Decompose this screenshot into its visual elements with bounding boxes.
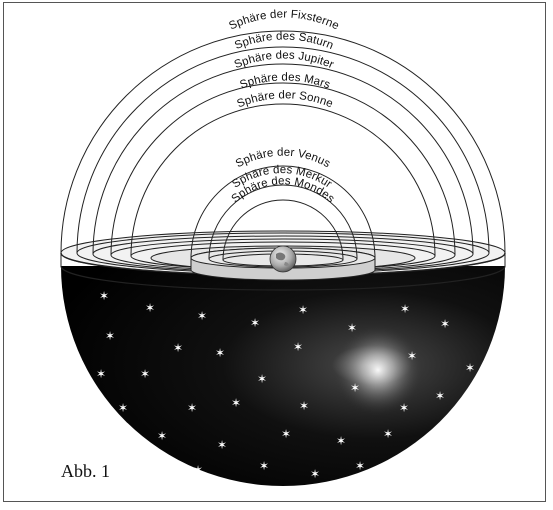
- svg-text:✶: ✶: [157, 429, 167, 443]
- svg-text:✶: ✶: [173, 341, 183, 355]
- svg-text:✶: ✶: [250, 316, 260, 330]
- svg-text:✶: ✶: [140, 367, 150, 381]
- stars: ✶✶✶ ✶✶✶ ✶✶✶ ✶✶✶ ✶✶✶ ✶✶✶ ✶✶✶ ✶✶✶ ✶✶✶ ✶✶✶ …: [96, 289, 475, 481]
- svg-text:✶: ✶: [118, 401, 128, 415]
- svg-text:✶: ✶: [99, 289, 109, 303]
- svg-text:✶: ✶: [96, 367, 106, 381]
- svg-text:✶: ✶: [350, 381, 360, 395]
- svg-text:✶: ✶: [298, 303, 308, 317]
- svg-text:✶: ✶: [257, 372, 267, 386]
- svg-text:✶: ✶: [193, 463, 203, 477]
- svg-text:✶: ✶: [383, 427, 393, 441]
- svg-text:✶: ✶: [145, 301, 155, 315]
- svg-text:✶: ✶: [440, 317, 450, 331]
- svg-text:✶: ✶: [407, 349, 417, 363]
- svg-text:✶: ✶: [347, 321, 357, 335]
- figure-caption: Abb. 1: [61, 461, 110, 481]
- label-mars: Sphäre des Mars: [238, 71, 331, 91]
- svg-text:✶: ✶: [281, 427, 291, 441]
- earth-globe-icon: [269, 245, 297, 273]
- svg-text:✶: ✶: [197, 309, 207, 323]
- svg-text:✶: ✶: [336, 434, 346, 448]
- svg-text:✶: ✶: [217, 438, 227, 452]
- outer-sphere-arcs: [60, 30, 506, 257]
- svg-text:✶: ✶: [231, 396, 241, 410]
- label-fixsterne: Sphäre der Fixsterne: [227, 8, 340, 32]
- svg-text:✶: ✶: [215, 346, 225, 360]
- svg-text:✶: ✶: [293, 340, 303, 354]
- svg-text:✶: ✶: [435, 389, 445, 403]
- svg-text:✶: ✶: [187, 401, 197, 415]
- svg-text:✶: ✶: [105, 329, 115, 343]
- svg-text:✶: ✶: [130, 455, 140, 469]
- svg-text:✶: ✶: [355, 459, 365, 473]
- svg-text:✶: ✶: [400, 302, 410, 316]
- svg-text:✶: ✶: [310, 467, 320, 481]
- svg-text:✶: ✶: [465, 361, 475, 375]
- svg-text:✶: ✶: [259, 459, 269, 473]
- svg-text:✶: ✶: [399, 401, 409, 415]
- starry-hemisphere: [61, 266, 505, 486]
- svg-text:✶: ✶: [299, 399, 309, 413]
